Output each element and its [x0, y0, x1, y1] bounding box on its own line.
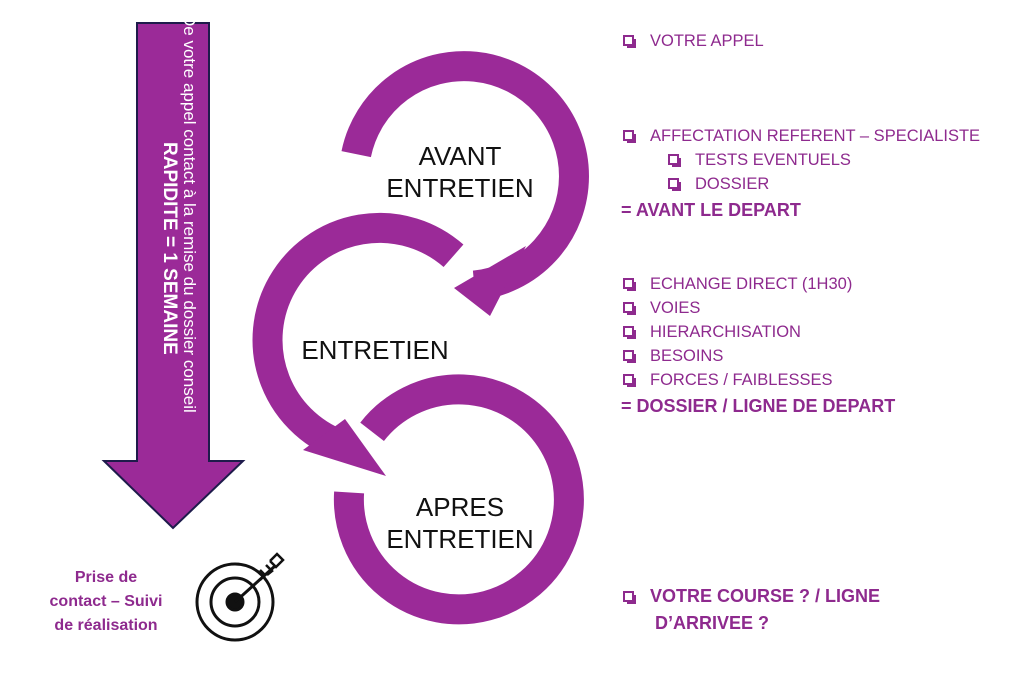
checkbox-icon	[668, 178, 681, 191]
stage-entretien-word: ENTRETIEN	[301, 335, 449, 365]
timeline-arrow	[101, 22, 246, 530]
ring-entretien	[252, 212, 464, 476]
list-item: DOSSIER	[668, 175, 769, 194]
stage-apres-entretien-word: ENTRETIEN	[386, 524, 534, 554]
contact-label: Prise de contact – Suivi de réalisation	[20, 566, 192, 638]
list-item: AFFECTATION REFERENT – SPECIALISTE	[623, 127, 980, 146]
contact-line-3: de réalisation	[54, 617, 158, 634]
stage-avant-entretien-word: ENTRETIEN	[386, 173, 534, 203]
stage-avant-entretien: AVANT ENTRETIEN	[360, 140, 560, 204]
checkbox-icon	[623, 35, 636, 48]
apres-line-1: VOTRE COURSE ? / LIGNE	[623, 583, 880, 610]
entretien-conclusion: = DOSSIER / LIGNE DE DEPART	[621, 396, 896, 416]
list-item: ECHANGE DIRECT (1H30)	[623, 275, 852, 294]
apres-list: VOTRE COURSE ? / LIGNE D’ARRIVEE ?	[623, 583, 880, 637]
stage-entretien: ENTRETIEN	[280, 334, 470, 366]
list-item: FORCES / FAIBLESSES	[623, 371, 832, 390]
list-item: VOTRE APPEL	[623, 32, 764, 51]
list-item: BESOINS	[623, 347, 723, 366]
checkbox-icon	[623, 130, 636, 143]
avant-conclusion: = AVANT LE DEPART	[621, 200, 801, 220]
timeline-subtitle: De votre appel contact à la remise du do…	[180, 14, 199, 413]
checkbox-icon	[623, 591, 636, 604]
list-item: VOIES	[623, 299, 700, 318]
stage-apres-entretien: APRES ENTRETIEN	[360, 491, 560, 555]
ring-apres-entretien	[333, 374, 584, 625]
apres-line-2: D’ARRIVEE ?	[655, 613, 770, 633]
ring-avant-entretien	[341, 51, 589, 316]
contact-line-1: Prise de	[74, 569, 138, 586]
list-item: TESTS EVENTUELS	[668, 151, 851, 170]
checkbox-icon	[623, 374, 636, 387]
checkbox-icon	[668, 154, 681, 167]
checkbox-icon	[623, 326, 636, 339]
target-icon	[195, 552, 285, 642]
list-item: HIERARCHISATION	[623, 323, 801, 342]
checkbox-icon	[623, 278, 636, 291]
stage-avant-word: AVANT	[418, 141, 502, 171]
checkbox-icon	[623, 350, 636, 363]
checkbox-icon	[623, 302, 636, 315]
stage-apres-word: APRES	[415, 492, 505, 522]
contact-line-2: contact – Suivi	[49, 593, 163, 610]
